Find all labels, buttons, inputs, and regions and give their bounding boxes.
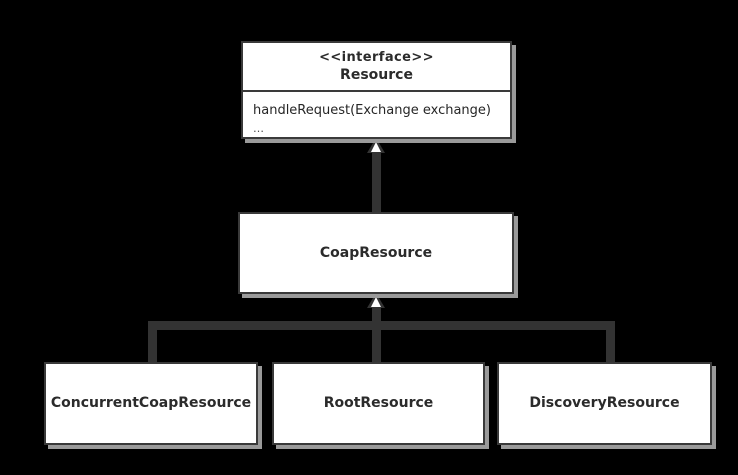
generalization-drop-rootresource <box>372 321 381 363</box>
resource-operation-handlerequest: handleRequest(Exchange exchange) <box>253 103 491 119</box>
class-box-coapresource[interactable]: CoapResource <box>238 212 514 294</box>
class-box-resource[interactable]: <<interface>> Resource handleRequest(Exc… <box>241 41 512 139</box>
generalization-drop-concurrentcoapresource <box>148 321 157 363</box>
coapresource-class-name: CoapResource <box>319 244 433 261</box>
resource-operations-ellipsis: … <box>253 121 264 135</box>
generalization-line-coapresource-to-resource <box>372 152 381 214</box>
resource-class-name: Resource <box>340 67 413 84</box>
discoveryresource-class-name: DiscoveryResource <box>529 395 680 412</box>
class-box-concurrentcoapresource[interactable]: ConcurrentCoapResource <box>44 362 258 445</box>
resource-compartment-divider <box>243 90 510 93</box>
resource-name-compartment: <<interface>> Resource <box>243 43 510 90</box>
resource-operations-compartment: handleRequest(Exchange exchange) … <box>243 92 510 142</box>
rootresource-class-name: RootResource <box>323 395 434 412</box>
generalization-arrowhead-to-coapresource <box>367 293 385 308</box>
class-box-discoveryresource[interactable]: DiscoveryResource <box>497 362 712 445</box>
generalization-arrowhead-to-resource <box>367 138 385 153</box>
generalization-stem-to-coapresource <box>372 307 381 329</box>
generalization-drop-discoveryresource <box>606 321 615 363</box>
generalization-horizontal-bar <box>148 321 615 330</box>
concurrentcoapresource-class-name: ConcurrentCoapResource <box>50 395 252 412</box>
resource-stereotype: <<interface>> <box>319 50 434 65</box>
class-box-rootresource[interactable]: RootResource <box>272 362 485 445</box>
